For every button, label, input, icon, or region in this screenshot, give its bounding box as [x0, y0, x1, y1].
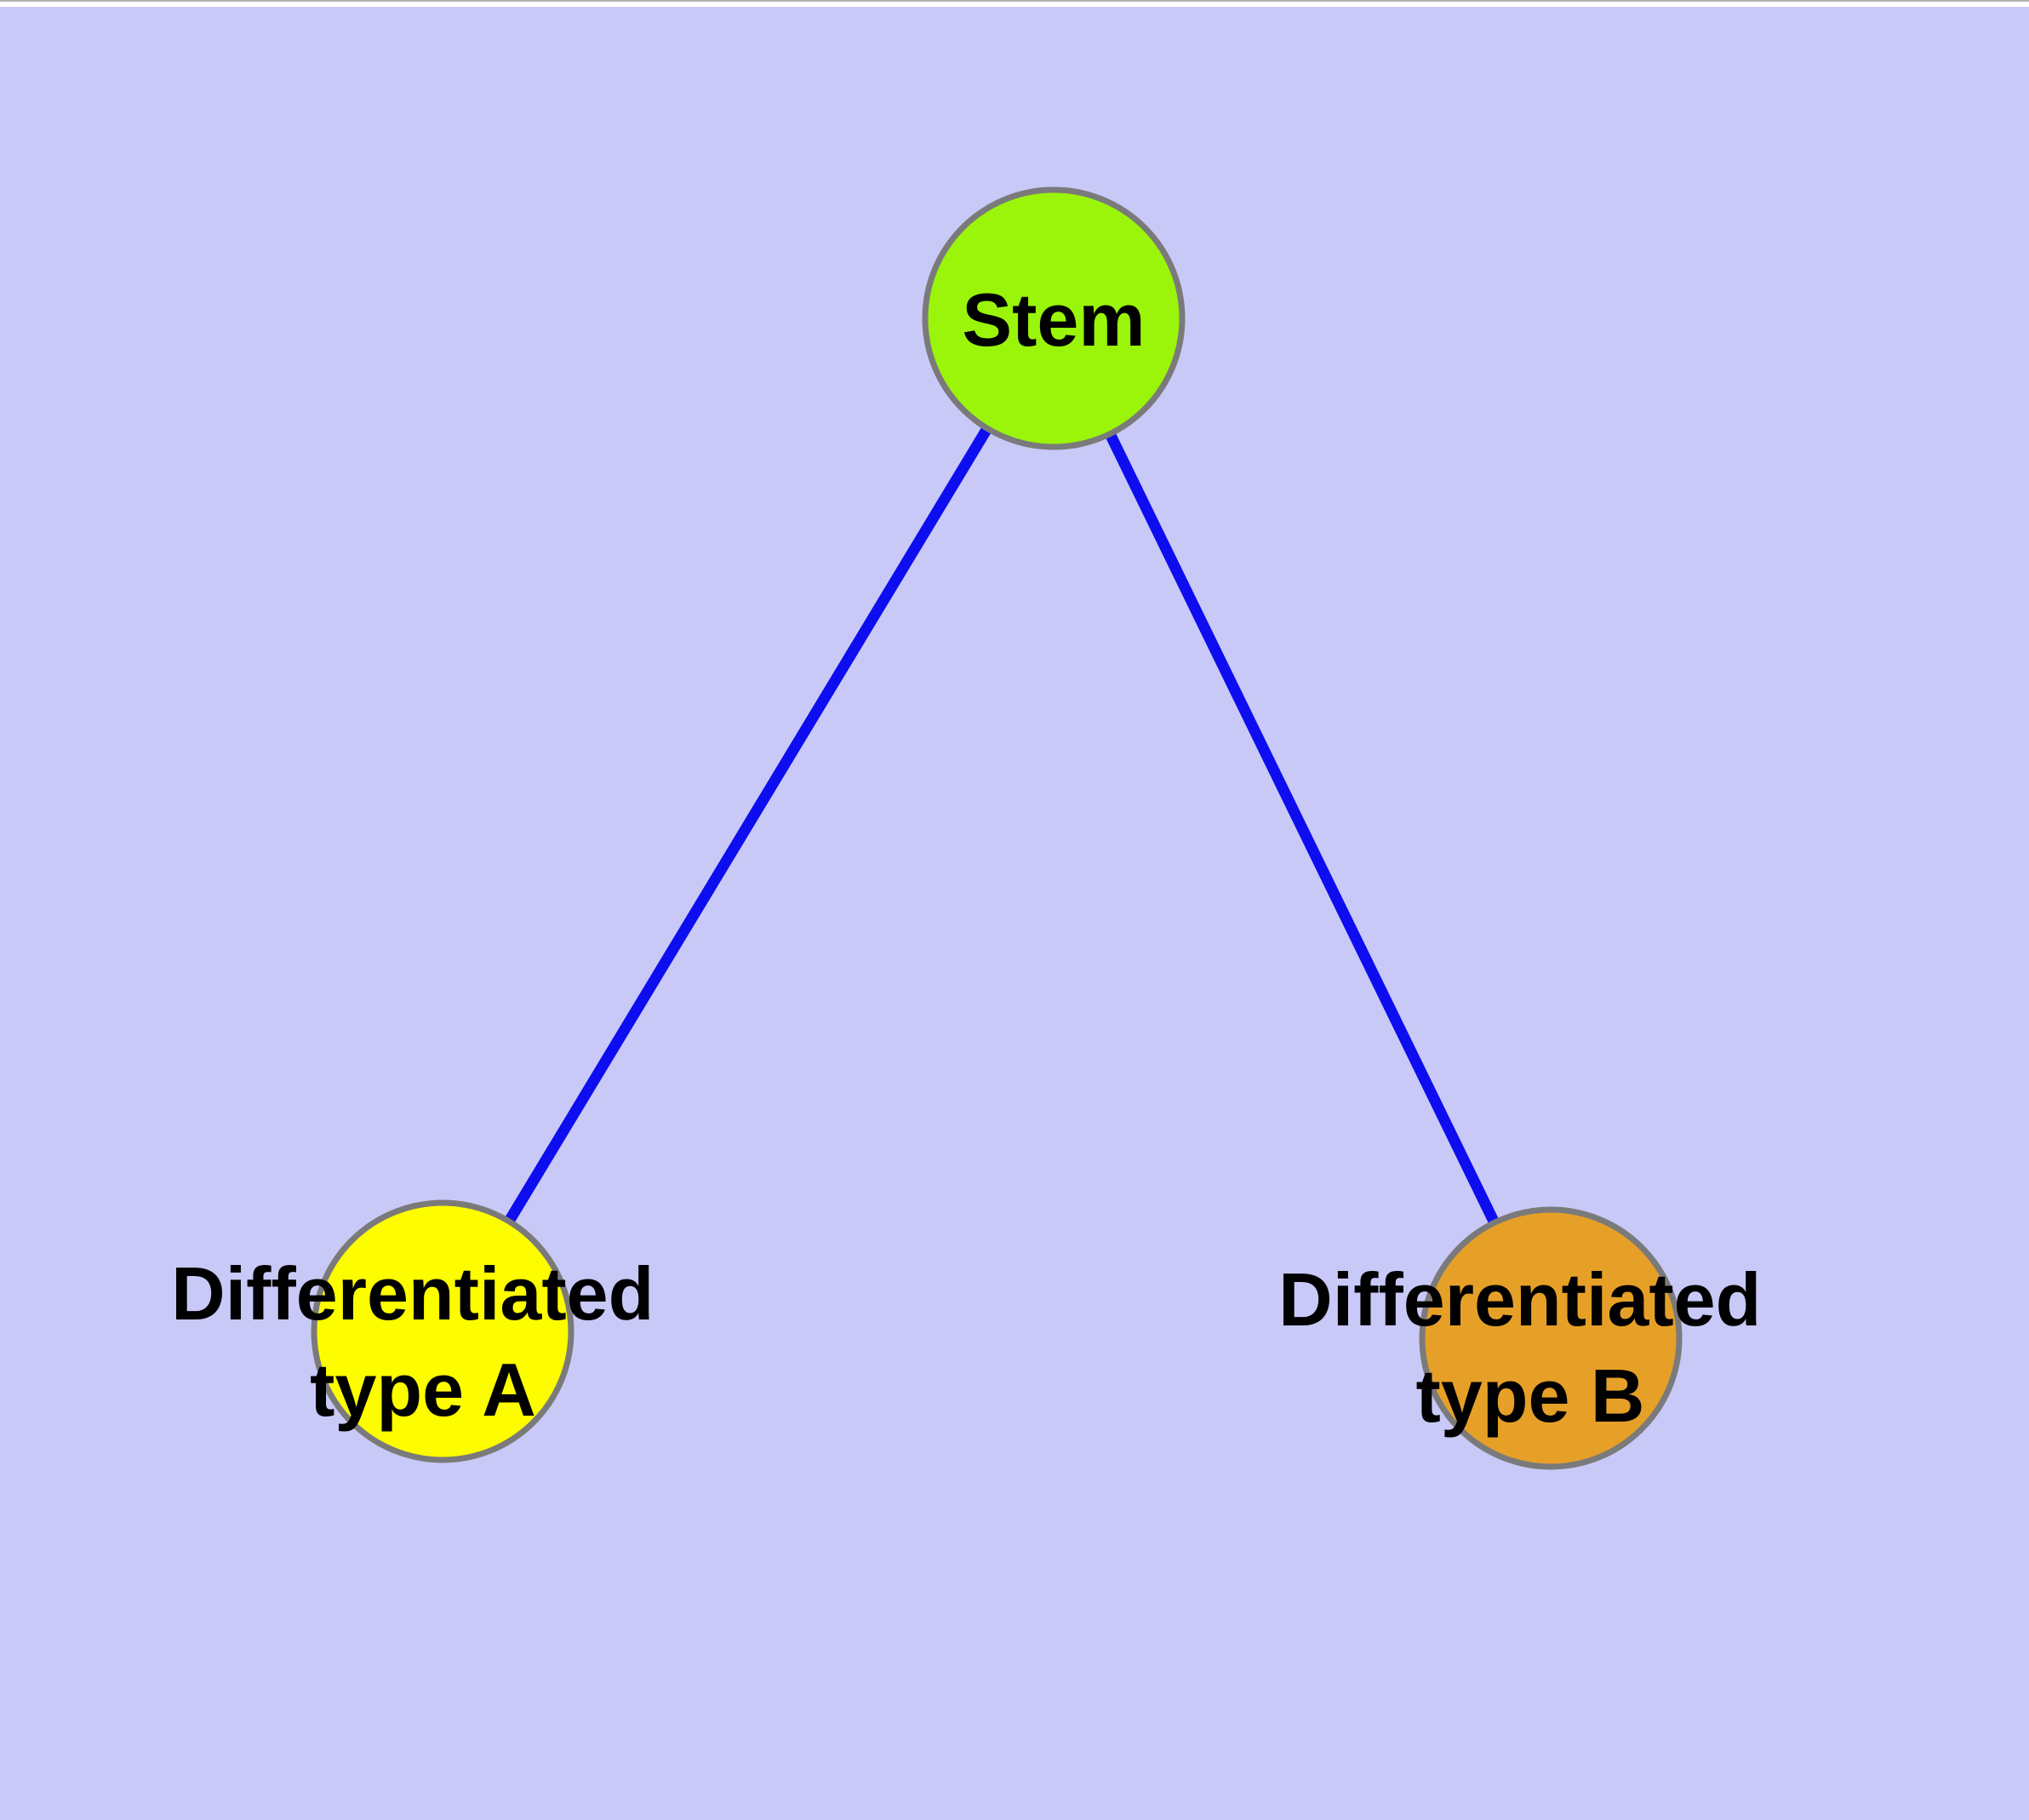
top-white-strip	[0, 2, 2029, 7]
node-type-b-label-line-1: Differentiated	[1278, 1257, 1761, 1342]
node-type-b-label: Differentiated type B	[1278, 1257, 1782, 1438]
top-border-line	[0, 0, 2029, 2]
node-type-a-label-line-2: type A	[310, 1348, 536, 1432]
node-type-a-label: Differentiated type A	[171, 1251, 675, 1432]
edge-stem-to-type-b	[1049, 316, 1556, 1341]
node-stem-label-line-1: Stem	[962, 278, 1145, 362]
node-type-a-circle	[311, 1199, 574, 1463]
node-stem-circle	[922, 186, 1186, 450]
node-stem-label: Stem	[962, 278, 1145, 362]
node-type-b-label-line-2: type B	[1416, 1354, 1645, 1438]
node-type-b-circle	[1419, 1206, 1683, 1470]
node-type-a-label-line-1: Differentiated	[171, 1251, 654, 1336]
edge-stem-to-type-a	[437, 315, 1059, 1335]
